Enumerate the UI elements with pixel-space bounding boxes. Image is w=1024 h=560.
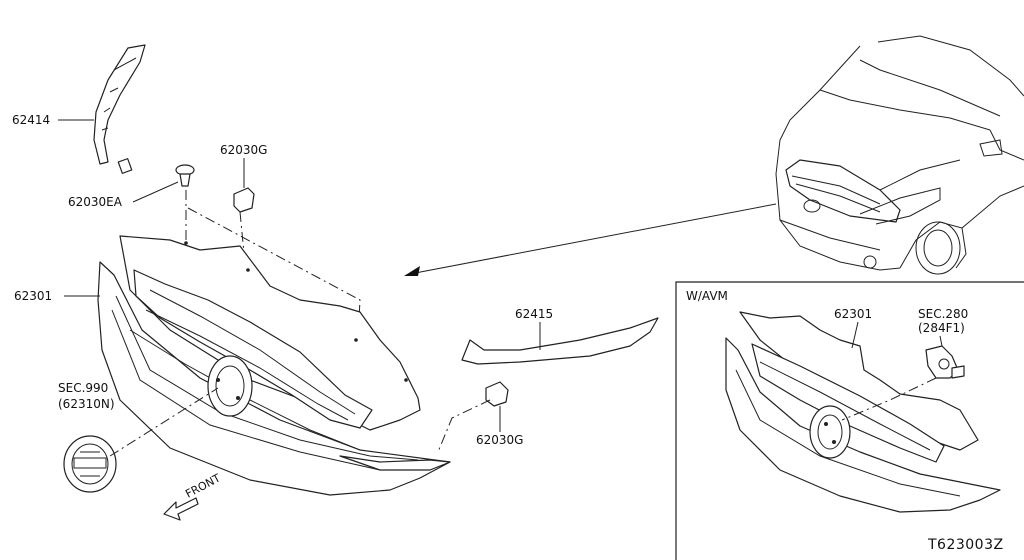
inset-title: W/AVM bbox=[686, 289, 728, 303]
front-label: FRONT bbox=[183, 471, 223, 500]
clip-62030g-bottom bbox=[485, 381, 509, 407]
label-62030ea: 62030EA bbox=[68, 195, 123, 209]
label-62030g-bottom: 62030G bbox=[476, 433, 523, 447]
lower-molding-62415 bbox=[461, 317, 659, 365]
clip-62030ea bbox=[175, 164, 195, 187]
label-sec990: SEC.990 bbox=[58, 381, 108, 395]
clip-62030g-top bbox=[233, 187, 255, 213]
emblem-sec990 bbox=[63, 435, 117, 493]
vehicle-illustration bbox=[775, 35, 1024, 275]
pointer-arrow-line bbox=[409, 203, 777, 275]
diagram-code: T623003Z bbox=[927, 537, 1004, 553]
inset-label-62301: 62301 bbox=[834, 307, 872, 321]
label-62414: 62414 bbox=[12, 113, 50, 127]
pointer-arrow-head bbox=[404, 266, 420, 276]
label-62301: 62301 bbox=[14, 289, 52, 303]
upper-molding-62414 bbox=[93, 44, 146, 174]
grille-62301 bbox=[97, 235, 451, 496]
inset-w-avm: W/AVM 62301 SEC.280 (284F1) bbox=[675, 281, 1024, 560]
front-arrow: FRONT bbox=[163, 471, 223, 521]
label-62030g-top: 62030G bbox=[220, 143, 267, 157]
inset-label-sec280: SEC.280 bbox=[918, 307, 968, 321]
label-62310n: (62310N) bbox=[58, 397, 115, 411]
label-62415: 62415 bbox=[515, 307, 553, 321]
inset-label-284f1: (284F1) bbox=[918, 321, 965, 335]
